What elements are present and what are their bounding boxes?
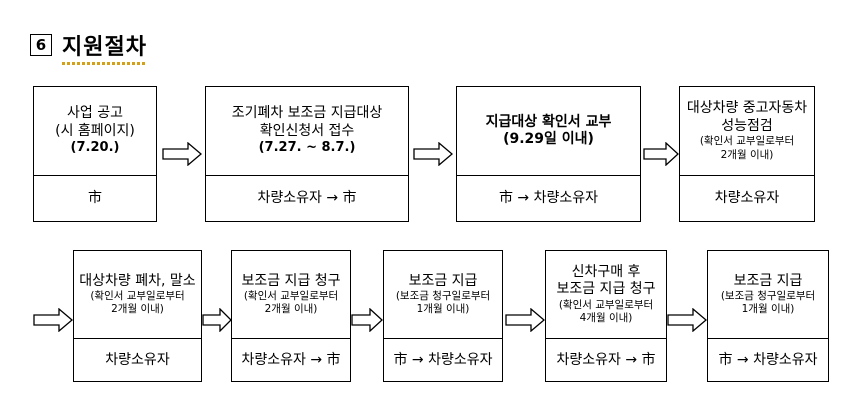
step-4-actor: 차량소유자 (714, 190, 780, 207)
step-5-note-1: (확인서 교부일로부터 (90, 290, 185, 303)
step-5-actor: 차량소유자 (105, 351, 170, 368)
step-1-date: (7.20.) (70, 140, 120, 156)
step-3-actor-cell: 市 → 차량소유자 (457, 176, 640, 221)
step-8-actor-cell: 차량소유자 → 市 (546, 339, 666, 381)
step-5-note-2: 2개월 이내) (111, 303, 164, 316)
step-9-note-1: (보조금 청구일로부터 (720, 290, 816, 303)
step-5-description: 대상차량 폐차, 말소 (확인서 교부일로부터 2개월 이내) (74, 251, 201, 339)
step-5-line-1: 대상차량 폐차, 말소 (79, 272, 196, 289)
arrow-right-icon (505, 308, 545, 332)
step-7-actor-cell: 市 → 차량소유자 (384, 339, 502, 381)
step-3-date: (9.29일 이내) (503, 131, 594, 147)
section-title: 지원절차 (62, 29, 147, 65)
arrow-right-icon (33, 308, 73, 332)
step-2-date: (7.27. ~ 8.7.) (258, 140, 356, 156)
step-box-2: 조기폐차 보조금 지급대상 확인신청서 접수 (7.27. ~ 8.7.) 차량… (205, 86, 409, 222)
step-2-actor-cell: 차량소유자 → 市 (206, 176, 408, 221)
step-6-description: 보조금 지급 청구 (확인서 교부일로부터 2개월 이내) (232, 251, 350, 339)
step-6-line-1: 보조금 지급 청구 (241, 272, 341, 289)
arrow-right-icon (162, 142, 202, 166)
step-box-7: 보조금 지급 (보조금 청구일로부터 1개월 이내) 市 → 차량소유자 (383, 250, 503, 382)
step-2-line-2: 확인신청서 접수 (259, 122, 355, 139)
step-4-description: 대상차량 중고자동차 성능점검 (확인서 교부일로부터 2개월 이내) (680, 87, 814, 176)
step-2-line-1: 조기폐차 보조금 지급대상 (231, 105, 383, 122)
step-8-note-2: 4개월 이내) (579, 312, 633, 324)
step-9-description: 보조금 지급 (보조금 청구일로부터 1개월 이내) (708, 251, 828, 339)
step-4-line-1: 대상차량 중고자동차 (686, 100, 808, 117)
step-box-6: 보조금 지급 청구 (확인서 교부일로부터 2개월 이내) 차량소유자 → 市 (231, 250, 351, 382)
step-7-line-1: 보조금 지급 (408, 272, 478, 289)
step-7-actor: 市 → 차량소유자 (393, 351, 493, 368)
step-9-actor: 市 → 차량소유자 (718, 351, 818, 368)
section-heading: 6 지원절차 (30, 28, 147, 65)
arrow-right-icon (351, 308, 383, 332)
step-4-note-2: 2개월 이내) (720, 148, 774, 161)
step-5-actor-cell: 차량소유자 (74, 339, 201, 381)
arrow-right-icon (202, 308, 232, 332)
step-8-note-1: (확인서 교부일로부터 (558, 298, 654, 311)
step-4-line-2: 성능점검 (721, 117, 773, 134)
step-7-note-2: 1개월 이내) (416, 303, 470, 316)
step-box-4: 대상차량 중고자동차 성능점검 (확인서 교부일로부터 2개월 이내) 차량소유… (679, 86, 815, 222)
step-box-3: 지급대상 확인서 교부 (9.29일 이내) 市 → 차량소유자 (456, 86, 641, 222)
step-7-note-1: (보조금 청구일로부터 (395, 290, 491, 303)
step-6-note-1: (확인서 교부일로부터 (243, 290, 339, 303)
step-1-actor-cell: 市 (34, 176, 156, 221)
step-8-description: 신차구매 후 보조금 지급 청구 (확인서 교부일로부터 4개월 이내) (546, 251, 666, 339)
step-1-line-2: (시 홈페이지) (55, 122, 135, 139)
arrow-right-icon (413, 142, 453, 166)
step-3-description: 지급대상 확인서 교부 (9.29일 이내) (457, 87, 640, 176)
step-box-1: 사업 공고 (시 홈페이지) (7.20.) 市 (33, 86, 157, 222)
step-9-note-2: 1개월 이내) (741, 303, 795, 316)
step-8-line-2: 보조금 지급 청구 (556, 281, 656, 298)
step-1-actor: 市 (88, 190, 102, 207)
section-number: 6 (35, 36, 47, 54)
step-4-actor-cell: 차량소유자 (680, 176, 814, 221)
step-3-line-1: 지급대상 확인서 교부 (485, 113, 612, 130)
step-9-actor-cell: 市 → 차량소유자 (708, 339, 828, 381)
step-2-description: 조기폐차 보조금 지급대상 확인신청서 접수 (7.27. ~ 8.7.) (206, 87, 408, 176)
step-1-description: 사업 공고 (시 홈페이지) (7.20.) (34, 87, 156, 176)
step-3-actor: 市 → 차량소유자 (498, 190, 599, 207)
step-1-line-1: 사업 공고 (67, 105, 123, 122)
arrow-right-icon (667, 308, 707, 332)
step-9-line-1: 보조금 지급 (733, 272, 803, 289)
step-6-note-2: 2개월 이내) (264, 303, 318, 316)
step-box-8: 신차구매 후 보조금 지급 청구 (확인서 교부일로부터 4개월 이내) 차량소… (545, 250, 667, 382)
step-box-5: 대상차량 폐차, 말소 (확인서 교부일로부터 2개월 이내) 차량소유자 (73, 250, 202, 382)
arrow-right-icon (643, 142, 679, 166)
step-8-line-1: 신차구매 후 (571, 263, 641, 280)
step-4-note-1: (확인서 교부일로부터 (699, 135, 795, 148)
step-8-actor: 차량소유자 → 市 (556, 351, 656, 368)
step-2-actor: 차량소유자 → 市 (257, 190, 357, 207)
section-number-box: 6 (30, 34, 52, 56)
step-box-9: 보조금 지급 (보조금 청구일로부터 1개월 이내) 市 → 차량소유자 (707, 250, 829, 382)
step-6-actor-cell: 차량소유자 → 市 (232, 339, 350, 381)
step-6-actor: 차량소유자 → 市 (241, 351, 341, 368)
step-7-description: 보조금 지급 (보조금 청구일로부터 1개월 이내) (384, 251, 502, 339)
